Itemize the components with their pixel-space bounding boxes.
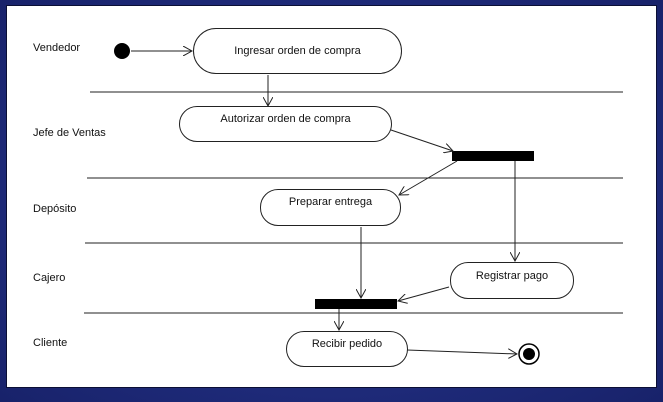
lane-label-cliente: Cliente <box>33 337 68 349</box>
transition-registrar-join <box>398 286 450 301</box>
lane-label-vendedor: Vendedor <box>33 42 81 54</box>
initial-node <box>114 43 130 59</box>
activity-ingresar-orden: Ingresar orden de compra <box>193 28 402 74</box>
transition-fork-preparar <box>399 160 458 195</box>
activity-preparar-entrega: Preparar entrega <box>260 189 401 226</box>
lane-label-cajero: Cajero <box>33 272 66 284</box>
lane-label-deposito: Depósito <box>33 203 77 215</box>
activity-autorizar-orden: Autorizar orden de compra <box>179 106 392 142</box>
lane-label-jefe-de-ventas: Jefe de Ventas <box>33 127 106 139</box>
transition-autorizar-fork <box>390 129 453 151</box>
activity-recibir-pedido: Recibir pedido <box>286 331 408 367</box>
final-node-inner <box>523 348 535 360</box>
transition-recibir-final <box>406 350 517 354</box>
join-bar <box>315 299 397 309</box>
diagram-graphics <box>84 43 623 365</box>
activity-diagram: Vendedor Jefe de Ventas Depósito Cajero … <box>6 5 657 388</box>
activity-registrar-pago: Registrar pago <box>450 262 574 299</box>
fork-bar <box>452 151 534 161</box>
